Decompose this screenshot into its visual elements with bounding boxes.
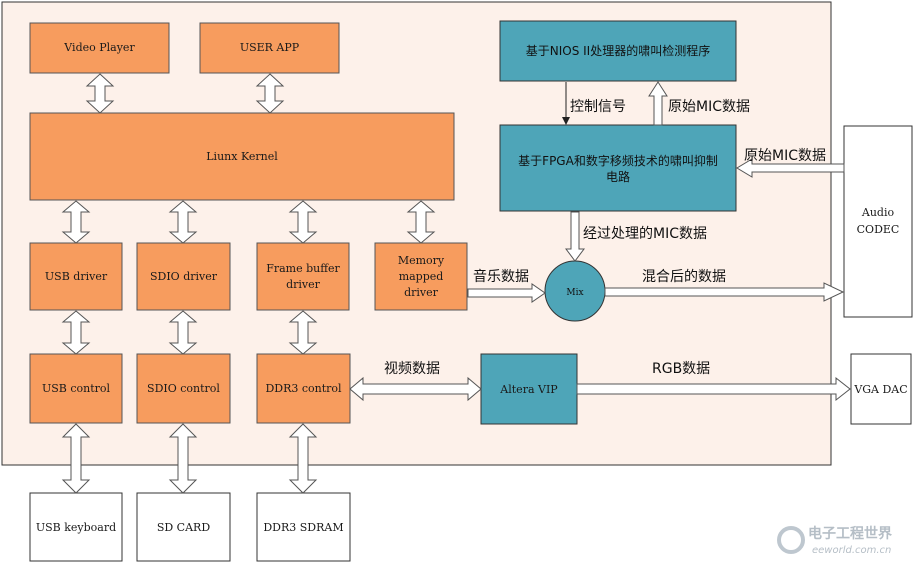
sd-card-label: SD CARD	[157, 521, 210, 534]
fpga-circuit-label-2: 电路	[606, 169, 630, 184]
arrow-usbdriver-usbcontrol	[61, 310, 91, 355]
arrow-kernel-sdiodriver	[168, 200, 198, 244]
label-video-data: 视频数据	[384, 361, 440, 377]
watermark-site: eeworld.com.cn	[812, 545, 891, 556]
usb-keyboard-box: USB keyboard	[29, 492, 123, 562]
arrow-sdiocontrol-sdcard	[168, 423, 198, 494]
altera-vip-label: Altera VIP	[499, 383, 558, 396]
sdio-driver-label: SDIO driver	[150, 270, 218, 283]
arrow-video-kernel	[85, 73, 115, 114]
usb-driver-box: USB driver	[29, 242, 123, 311]
fpga-circuit-box: 基于FPGA和数字移频技术的啸叫抑制 电路	[499, 124, 737, 212]
mix-label: Mix	[566, 288, 583, 298]
eeworld-logo-icon	[777, 526, 805, 554]
sd-card-box: SD CARD	[136, 492, 231, 562]
audio-codec-label-2: CODEC	[857, 223, 900, 236]
label-mixed-data: 混合后的数据	[642, 269, 726, 285]
memory-mapped-driver-label-2: mapped	[399, 270, 444, 283]
horizontal-bus-arrows	[349, 81, 851, 402]
arrow-sdiodriver-sdiocontrol	[168, 310, 198, 355]
label-control-signal: 控制信号	[570, 99, 626, 115]
memory-mapped-driver-box: Memory mapped driver	[374, 242, 468, 311]
arrow-fbdriver-ddr3control	[288, 310, 318, 355]
sdio-control-label: SDIO control	[147, 382, 220, 395]
fpga-circuit-label-1: 基于FPGA和数字移频技术的啸叫抑制	[518, 153, 718, 168]
altera-vip-box: Altera VIP	[480, 353, 578, 425]
usb-control-label: USB control	[42, 382, 111, 395]
sdio-driver-box: SDIO driver	[136, 242, 231, 311]
label-music-data: 音乐数据	[473, 268, 529, 285]
audio-codec-label-1: Audio	[861, 206, 895, 219]
vga-dac-label: VGA DAC	[853, 383, 907, 396]
user-app-box: USER APP	[199, 22, 340, 74]
audio-codec-box: Audio CODEC	[843, 125, 913, 318]
arrow-usbcontrol-keyboard	[61, 423, 91, 494]
arrow-mmdriver-mix	[467, 283, 546, 303]
nios-program-label: 基于NIOS II处理器的啸叫检测程序	[526, 43, 710, 58]
arrow-fpga-mix	[565, 211, 585, 262]
arrow-codec-fpga	[736, 158, 845, 178]
arrow-ddr3control-sdram	[288, 423, 318, 494]
label-raw-mic-up: 原始MIC数据	[668, 99, 750, 115]
mix-node: Mix	[544, 260, 606, 322]
arrow-mix-codec	[604, 282, 845, 302]
label-rgb-data: RGB数据	[652, 361, 710, 377]
memory-mapped-driver-label-1: Memory	[398, 254, 445, 267]
usb-control-box: USB control	[29, 353, 123, 424]
frame-buffer-driver-label-1: Frame buffer	[266, 262, 340, 275]
video-player-label: Video Player	[63, 41, 135, 54]
linux-kernel-label: Liunx Kernel	[206, 150, 278, 163]
video-player-box: Video Player	[29, 22, 170, 74]
frame-buffer-driver-box: Frame buffer driver	[256, 242, 350, 311]
nios-program-box: 基于NIOS II处理器的啸叫检测程序	[499, 20, 737, 82]
usb-keyboard-label: USB keyboard	[36, 521, 116, 534]
eeworld-watermark: 电子工程世界 eeworld.com.cn	[777, 525, 893, 556]
watermark-brand: 电子工程世界	[808, 525, 893, 542]
sdio-control-box: SDIO control	[136, 353, 231, 424]
user-app-label: USER APP	[240, 41, 300, 54]
arrow-userapp-kernel	[255, 73, 285, 114]
linux-kernel-box: Liunx Kernel	[29, 112, 455, 201]
arrow-kernel-mmdriver	[406, 200, 436, 244]
arrow-kernel-fbdriver	[288, 200, 318, 244]
vga-dac-box: VGA DAC	[850, 353, 912, 425]
label-raw-mic-in: 原始MIC数据	[744, 148, 826, 164]
usb-driver-label: USB driver	[45, 270, 108, 283]
label-processed-mic: 经过处理的MIC数据	[583, 226, 707, 242]
ddr3-sdram-label: DDR3 SDRAM	[263, 521, 343, 534]
ddr3-sdram-box: DDR3 SDRAM	[256, 492, 351, 562]
arrow-fpga-nios	[648, 81, 668, 126]
ddr3-control-box: DDR3 control	[256, 353, 351, 424]
ddr3-control-label: DDR3 control	[265, 382, 342, 395]
vertical-bus-arrows	[61, 73, 436, 494]
arrow-kernel-usbdriver	[61, 200, 91, 244]
frame-buffer-driver-label-2: driver	[286, 278, 321, 291]
arrow-vip-vga	[576, 376, 851, 402]
memory-mapped-driver-label-3: driver	[404, 286, 439, 299]
arrow-ddr3-vip	[349, 376, 482, 402]
